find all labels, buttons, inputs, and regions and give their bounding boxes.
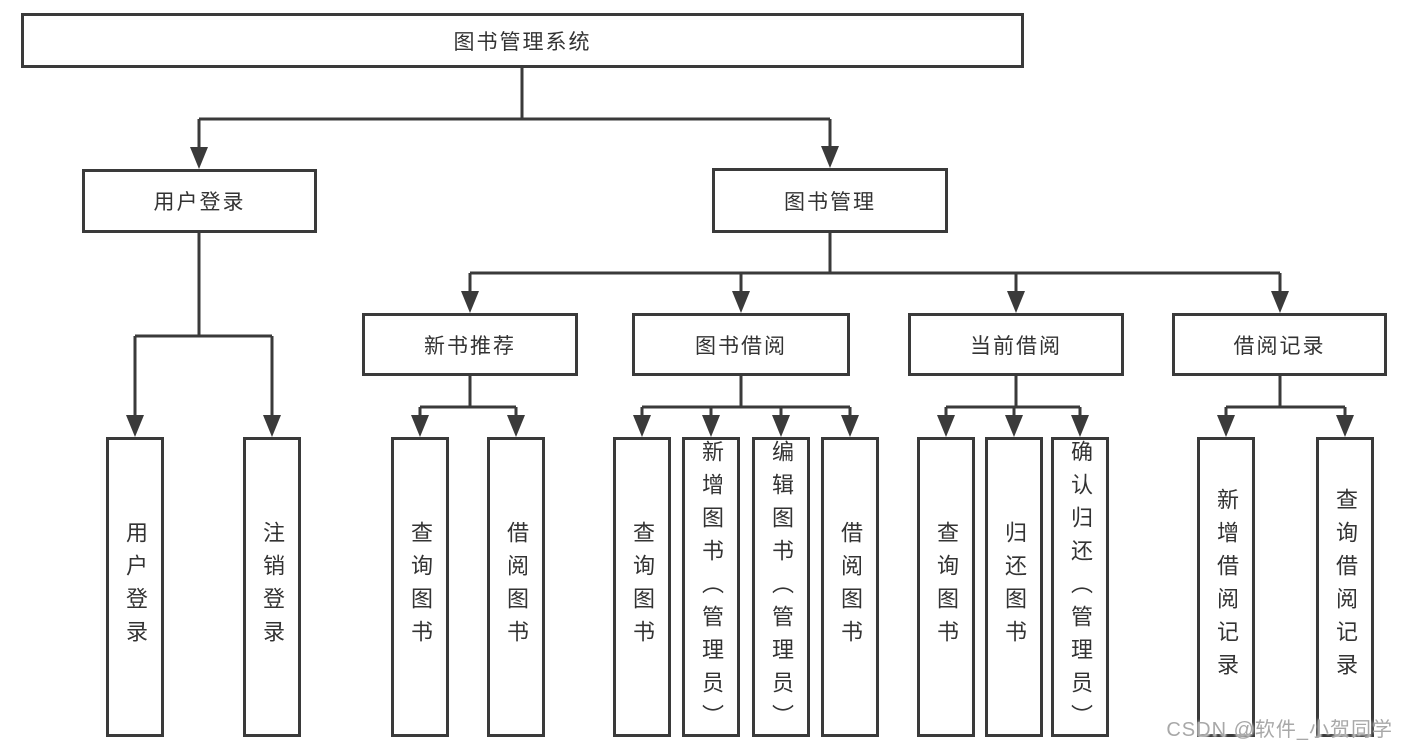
arrow-down-icon — [772, 415, 790, 437]
connector-book-borrow-branch — [640, 370, 852, 421]
node-current-borrow: 当前借阅 — [908, 313, 1124, 376]
node-label: 用户登录 — [153, 191, 246, 214]
leaf-user-login: 用户登录 — [106, 437, 164, 737]
connector-new-book-branch — [418, 370, 518, 421]
node-root: 图书管理系统 — [21, 13, 1024, 68]
node-label: 归还图书 — [1002, 521, 1027, 653]
leaf-logout: 注销登录 — [243, 437, 301, 737]
leaf-borrow-books-recommend: 借阅图书 — [487, 437, 545, 737]
arrow-down-icon — [633, 415, 651, 437]
node-label: 新增借阅记录 — [1214, 488, 1239, 686]
node-label: 借阅图书 — [504, 521, 529, 653]
arrow-down-icon — [1071, 415, 1089, 437]
node-book-management: 图书管理 — [712, 168, 948, 233]
node-label: 编辑图书（管理员） — [769, 440, 794, 737]
node-book-borrow: 图书借阅 — [632, 313, 850, 376]
node-label: 注销登录 — [260, 521, 285, 653]
node-label: 查询借阅记录 — [1333, 488, 1358, 686]
leaf-query-books-borrow: 查询图书 — [613, 437, 671, 737]
arrow-down-icon — [1217, 415, 1235, 437]
node-label: 查询图书 — [934, 521, 959, 653]
leaf-confirm-return-admin: 确认归还（管理员） — [1051, 437, 1109, 737]
node-user-login: 用户登录 — [82, 169, 317, 233]
arrow-down-icon — [1005, 415, 1023, 437]
arrow-down-icon — [1336, 415, 1354, 437]
node-label: 确认归还（管理员） — [1068, 440, 1093, 737]
csdn-watermark: CSDN @软件_小贺同学 — [1166, 719, 1393, 741]
leaf-borrow-books: 借阅图书 — [821, 437, 879, 737]
arrow-down-icon — [937, 415, 955, 437]
node-root-label: 图书管理系统 — [453, 30, 592, 54]
arrow-down-icon — [1271, 291, 1289, 313]
arrow-down-icon — [841, 415, 859, 437]
arrow-down-icon — [126, 415, 144, 437]
node-label: 当前借阅 — [970, 334, 1062, 358]
node-label: 图书管理 — [784, 190, 876, 214]
node-new-book-recommend: 新书推荐 — [362, 313, 578, 376]
leaf-query-books-recommend: 查询图书 — [391, 437, 449, 737]
leaf-query-books-current: 查询图书 — [917, 437, 975, 737]
arrow-down-icon — [263, 415, 281, 437]
leaf-return-book: 归还图书 — [985, 437, 1043, 737]
leaf-edit-book-admin: 编辑图书（管理员） — [752, 437, 810, 737]
connector-user-login-branch — [133, 228, 274, 421]
node-label: 查询图书 — [408, 521, 433, 653]
arrow-down-icon — [732, 291, 750, 313]
arrow-down-icon — [411, 415, 429, 437]
leaf-add-book-admin: 新增图书（管理员） — [682, 437, 740, 737]
node-label: 借阅图书 — [838, 521, 863, 653]
leaf-add-borrow-record: 新增借阅记录 — [1197, 437, 1255, 737]
node-label: 新书推荐 — [424, 334, 516, 358]
connector-current-borrow-branch — [944, 370, 1082, 421]
leaf-query-borrow-record: 查询借阅记录 — [1316, 437, 1374, 737]
connector-borrow-records-branch — [1224, 370, 1347, 421]
node-borrow-records: 借阅记录 — [1172, 313, 1387, 376]
arrow-down-icon — [461, 291, 479, 313]
node-label: 用户登录 — [123, 521, 148, 653]
arrow-down-icon — [190, 147, 208, 169]
arrow-down-icon — [702, 415, 720, 437]
arrow-down-icon — [507, 415, 525, 437]
connector-book-management-branch — [468, 228, 1282, 297]
arrow-down-icon — [821, 146, 839, 168]
node-label: 新增图书（管理员） — [699, 440, 724, 737]
node-label: 借阅记录 — [1233, 334, 1326, 358]
node-label: 查询图书 — [630, 521, 655, 653]
node-label: 图书借阅 — [695, 334, 787, 358]
connector-level2-branch — [197, 117, 832, 151]
arrow-down-icon — [1007, 291, 1025, 313]
